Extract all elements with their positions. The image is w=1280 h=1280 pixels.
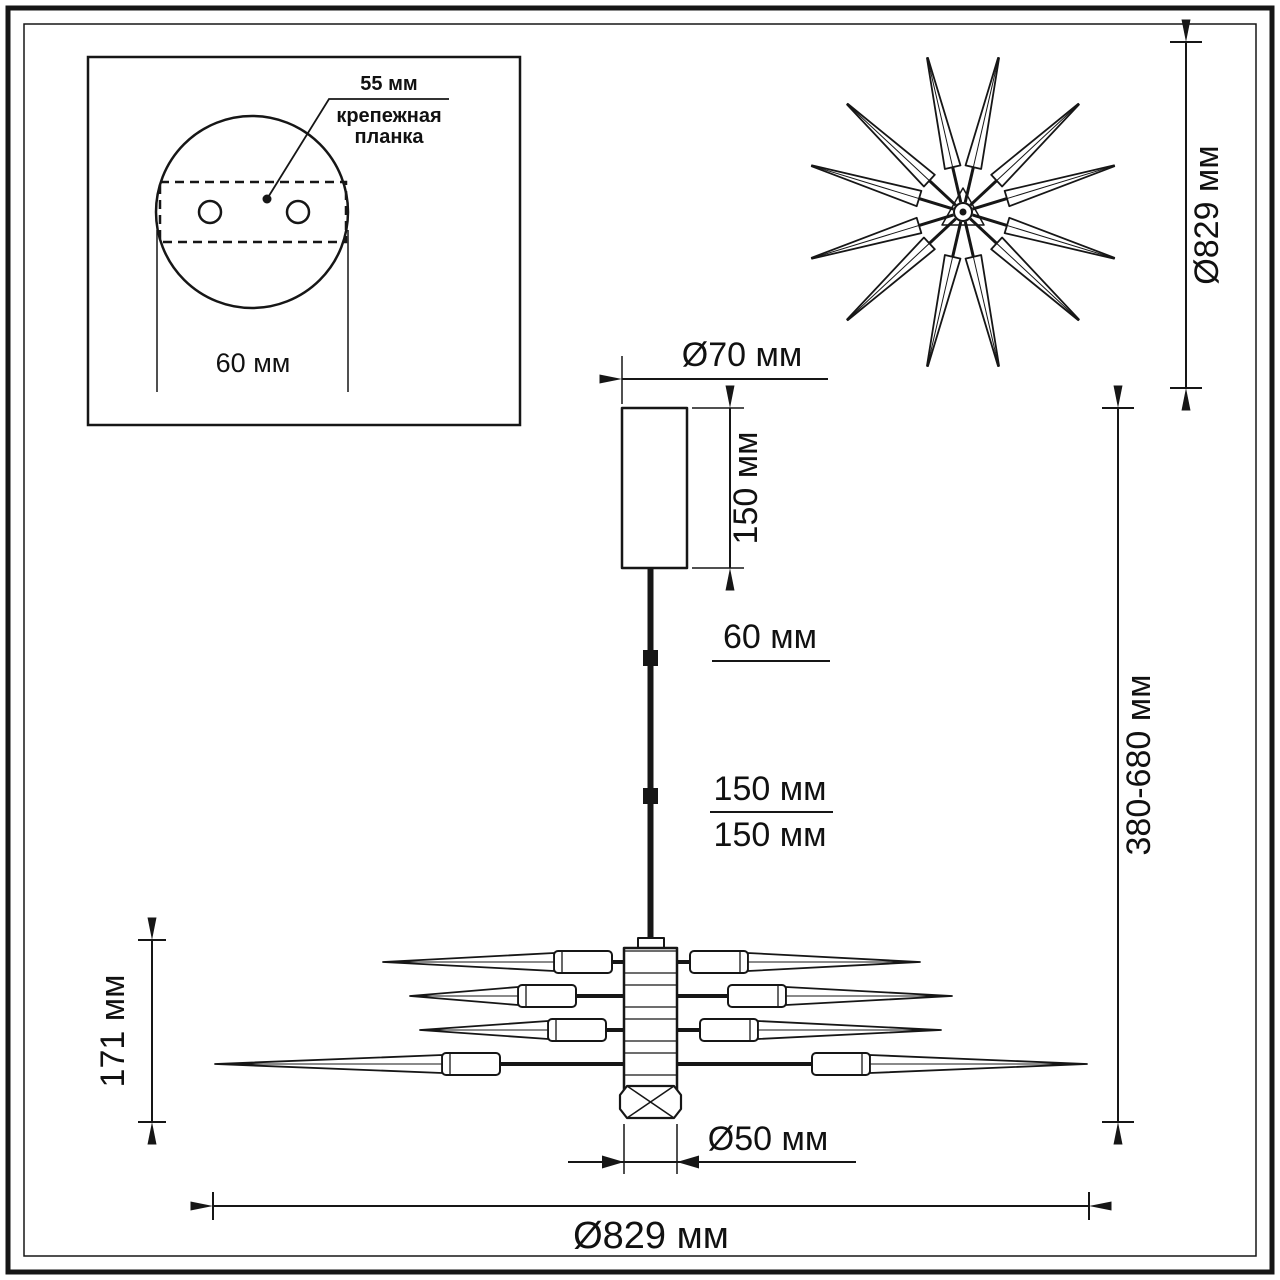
dim-rod-60: 60 мм xyxy=(712,618,830,662)
dim-rod-150-150: 150 мм 150 мм xyxy=(710,770,833,854)
mount-plate-label-line1: крепежная xyxy=(336,105,441,127)
dim-body-171: 171 мм xyxy=(94,917,166,1145)
leader-line xyxy=(266,98,449,200)
hub-body xyxy=(622,946,679,1094)
hub-triangle xyxy=(941,187,985,226)
mount-hole-right xyxy=(285,199,311,225)
arm-row1-right xyxy=(677,950,921,974)
arm-row1-left xyxy=(382,950,624,974)
dim-overall-height: 380-680 мм xyxy=(1102,385,1158,1145)
dim-rod-150-upper-label: 150 мм xyxy=(714,770,827,808)
finial-knob xyxy=(618,1084,683,1120)
canopy-cylinder xyxy=(620,406,689,570)
inset-frame xyxy=(86,55,522,427)
dim-body-171-label: 171 мм xyxy=(94,975,132,1088)
mount-hole-left xyxy=(197,199,223,225)
mounting-plate-dashed xyxy=(158,180,348,244)
rod-joint-upper xyxy=(643,650,658,666)
dim-overall-height-label: 380-680 мм xyxy=(1120,675,1158,856)
dim-rod-150-lower-label: 150 мм xyxy=(714,816,827,854)
dim-topview-829-label: Ø829 мм xyxy=(1188,145,1226,284)
inner-border xyxy=(23,23,1257,1257)
dim-canopy-150: 150 мм xyxy=(692,385,765,591)
inset-mounting-detail: 55 мм крепежная планка 60 мм xyxy=(86,55,522,427)
top-view-spikes xyxy=(810,57,1116,367)
rod-joint-lower xyxy=(643,788,658,804)
arm-row2-right xyxy=(677,984,953,1008)
dim-topview-829: Ø829 мм xyxy=(1170,19,1226,411)
dim-rod-60-label: 60 мм xyxy=(723,618,817,656)
hub-plate-lines xyxy=(624,950,677,1076)
dim-hub-50-label: Ø50 мм xyxy=(708,1120,828,1158)
dim-55-label: 55 мм xyxy=(360,73,417,95)
arm-row4-right xyxy=(677,1052,1088,1076)
top-view-hub-dot xyxy=(959,208,967,216)
dim-overall-829: Ø829 мм xyxy=(190,1192,1112,1257)
arm-row2-left xyxy=(409,984,624,1008)
arm-row3-left xyxy=(419,1018,624,1042)
arm-row4-left xyxy=(214,1052,624,1076)
dim-canopy-70-label: Ø70 мм xyxy=(682,336,802,374)
dim-overall-829-label: Ø829 мм xyxy=(573,1215,729,1257)
side-view: Ø70 мм 150 мм 60 мм 150 мм 150 мм xyxy=(94,336,1158,1257)
arm-row3-right xyxy=(677,1018,942,1042)
top-view: Ø829 мм xyxy=(810,19,1226,411)
ceiling-cup-circle xyxy=(154,114,350,310)
outer-border xyxy=(5,5,1275,1275)
dim-canopy-150-label: 150 мм xyxy=(727,432,765,545)
mount-plate-label-line2: планка xyxy=(354,126,424,148)
dim-60-label: 60 мм xyxy=(216,348,291,378)
dim-hub-50: Ø50 мм xyxy=(568,1120,856,1174)
dim-canopy-70: Ø70 мм xyxy=(599,336,828,404)
